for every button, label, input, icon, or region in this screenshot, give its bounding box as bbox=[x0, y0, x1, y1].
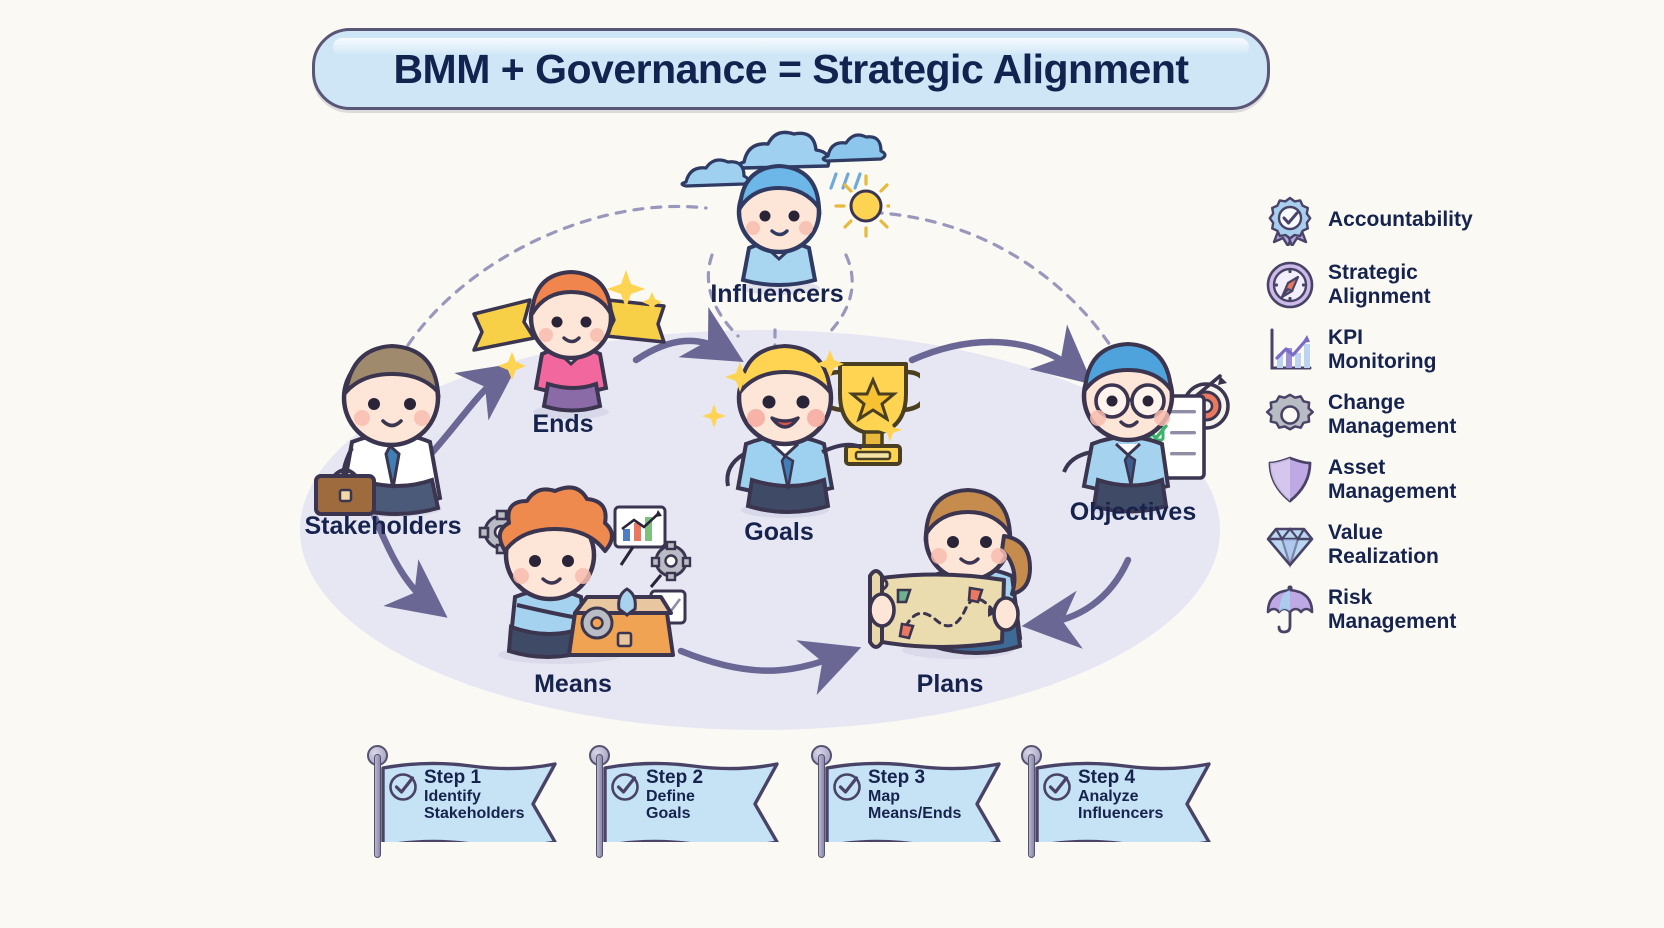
governance-legend: Accountability Strategic Alignment bbox=[1262, 192, 1652, 647]
node-label-objectives: Objectives bbox=[1069, 498, 1197, 526]
node-label-plans: Plans bbox=[916, 670, 984, 698]
character-ends bbox=[472, 269, 666, 419]
flag-step-desc: Analyze Influencers bbox=[1078, 788, 1164, 822]
bar-chart-bubble bbox=[613, 505, 667, 566]
step-flag-4[interactable]: Step 4 Analyze Influencers bbox=[1020, 745, 1220, 858]
character-goals bbox=[702, 343, 920, 518]
node-label-means: Means bbox=[534, 670, 612, 698]
flag-content: Step 2 Define Goals bbox=[610, 768, 770, 823]
flag-banner bbox=[825, 761, 1001, 842]
toolbox-icon bbox=[567, 587, 675, 657]
flag-step-desc: Identify Stakeholders bbox=[424, 788, 525, 822]
legend-item-kpi-monitoring[interactable]: KPI Monitoring bbox=[1262, 322, 1652, 378]
legend-label: Value Realization bbox=[1328, 521, 1439, 568]
legend-item-value-realization[interactable]: Value Realization bbox=[1262, 517, 1652, 573]
flag-pole bbox=[1028, 754, 1035, 858]
legend-label: Strategic Alignment bbox=[1328, 261, 1431, 308]
flag-step-title: Step 2 bbox=[646, 767, 704, 788]
check-circle-icon bbox=[389, 773, 417, 801]
character-plans bbox=[868, 487, 1032, 659]
legend-label: KPI Monitoring bbox=[1328, 326, 1437, 373]
diamond-icon bbox=[1262, 517, 1318, 573]
compass-icon bbox=[1262, 257, 1318, 313]
flag-content: Step 1 Identify Stakeholders bbox=[388, 768, 548, 823]
ribbon-award-icon bbox=[1262, 192, 1318, 248]
legend-label: Accountability bbox=[1328, 208, 1473, 232]
flag-pole bbox=[818, 754, 825, 858]
check-circle-icon bbox=[833, 773, 861, 801]
gear-icon bbox=[1262, 387, 1318, 443]
node-label-ends: Ends bbox=[532, 410, 594, 438]
flag-pole bbox=[374, 754, 381, 858]
legend-label: Risk Management bbox=[1328, 586, 1457, 633]
flag-step-title: Step 4 bbox=[1078, 767, 1136, 788]
flag-content: Step 4 Analyze Influencers bbox=[1042, 768, 1202, 823]
shield-icon bbox=[1262, 452, 1318, 508]
check-circle-icon bbox=[1043, 773, 1071, 801]
title-banner: BMM + Governance = Strategic Alignment bbox=[312, 28, 1270, 110]
cloud-icons bbox=[680, 130, 887, 190]
step-flag-3[interactable]: Step 3 Map Means/Ends bbox=[810, 745, 1010, 858]
flag-step-desc: Define Goals bbox=[646, 788, 695, 822]
legend-item-accountability[interactable]: Accountability bbox=[1262, 192, 1652, 248]
legend-label: Asset Management bbox=[1328, 456, 1457, 503]
check-circle-icon bbox=[611, 773, 639, 801]
legend-item-asset-management[interactable]: Asset Management bbox=[1262, 452, 1652, 508]
legend-item-strategic-alignment[interactable]: Strategic Alignment bbox=[1262, 257, 1652, 313]
flag-step-title: Step 1 bbox=[424, 767, 482, 788]
legend-item-risk-management[interactable]: Risk Management bbox=[1262, 582, 1652, 638]
character-influencers bbox=[680, 130, 890, 295]
gear-icon-bubble bbox=[649, 540, 692, 588]
flag-banner bbox=[603, 761, 779, 842]
page-title: BMM + Governance = Strategic Alignment bbox=[393, 45, 1189, 92]
map-scroll-icon bbox=[868, 569, 1006, 649]
flag-content: Step 3 Map Means/Ends bbox=[832, 768, 992, 823]
flag-banner bbox=[381, 761, 557, 842]
sun-icon bbox=[834, 174, 890, 238]
umbrella-icon bbox=[1262, 582, 1318, 638]
node-label-goals: Goals bbox=[744, 518, 814, 546]
flag-step-desc: Map Means/Ends bbox=[868, 788, 962, 822]
character-stakeholders bbox=[314, 343, 443, 517]
character-means bbox=[478, 485, 692, 664]
flag-banner bbox=[1035, 761, 1211, 842]
step-flag-2[interactable]: Step 2 Define Goals bbox=[588, 745, 788, 858]
character-objectives bbox=[1062, 341, 1230, 516]
node-label-influencers: Influencers bbox=[710, 280, 844, 308]
step-flag-1[interactable]: Step 1 Identify Stakeholders bbox=[366, 745, 566, 858]
bar-chart-icon bbox=[1262, 322, 1318, 378]
legend-item-change-management[interactable]: Change Management bbox=[1262, 387, 1652, 443]
flag-step-title: Step 3 bbox=[868, 767, 926, 788]
legend-label: Change Management bbox=[1328, 391, 1457, 438]
node-label-stakeholders: Stakeholders bbox=[304, 512, 462, 540]
flag-pole bbox=[596, 754, 603, 858]
